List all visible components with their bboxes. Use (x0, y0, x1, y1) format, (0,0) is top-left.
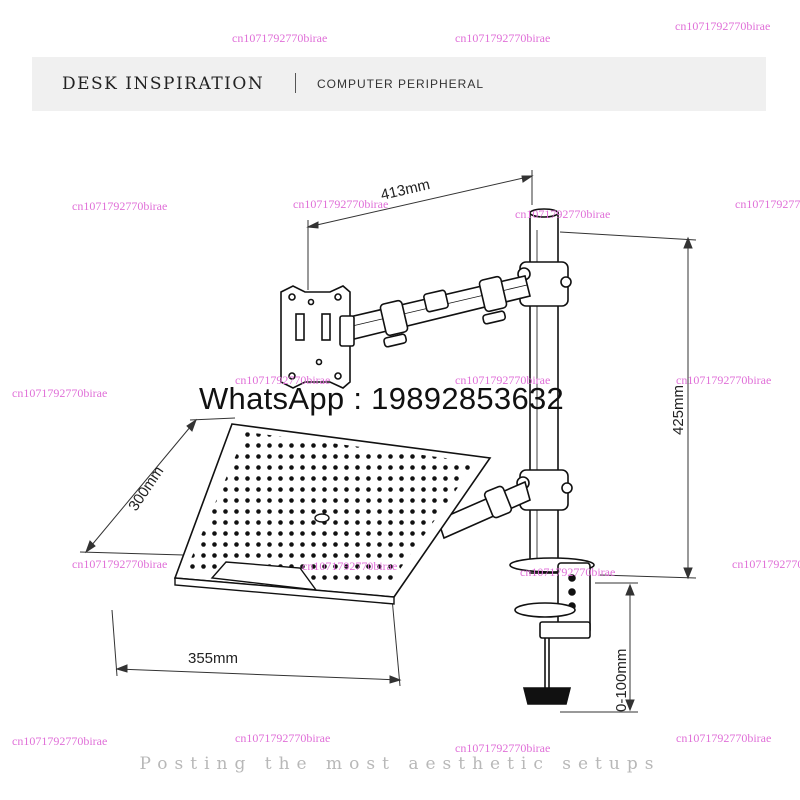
watermark-text: cn1071792770birae (676, 373, 771, 387)
watermark-text: cn1071792770birae (72, 199, 167, 213)
whatsapp-contact: WhatsApp : 19892853632 (199, 381, 565, 416)
watermark-text: cn1071792770birae (515, 207, 610, 221)
clamp-range-label: 0-100mm (613, 649, 630, 712)
watermark-text: cn1071792770birae (675, 19, 770, 33)
category-label: COMPUTER PERIPHERAL (317, 77, 485, 91)
watermark-text: cn1071792770birae (735, 197, 800, 211)
dimension-tray-depth (79, 417, 236, 556)
vesa-plate (280, 285, 355, 389)
header-bar: DESK INSPIRATION COMPUTER PERIPHERAL (32, 57, 766, 111)
watermark-text: cn1071792770birae (12, 734, 107, 748)
upper-arm (344, 261, 572, 348)
watermark-text: cn1071792770birae (520, 565, 615, 579)
dimension-arm-reach (306, 170, 534, 290)
watermark-text: cn1071792770birae (235, 731, 330, 745)
watermark-text: cn1071792770birae (12, 386, 107, 400)
laptop-tray (173, 423, 492, 605)
watermark-text: cn1071792770birae (455, 31, 550, 45)
footer-tagline: Posting the most aesthetic setups (139, 754, 661, 774)
watermark-text: cn1071792770birae (455, 373, 550, 387)
dimension-pole-height (559, 231, 697, 580)
pole-height-label: 425mm (670, 385, 687, 435)
tray-depth-label: 300mm (125, 463, 167, 514)
watermark-text: cn1071792770birae (235, 373, 330, 387)
dimension-tray-width (111, 597, 402, 687)
watermark-text: cn1071792770birae (302, 559, 397, 573)
watermark-text: cn1071792770birae (455, 741, 550, 755)
watermark-text: cn1071792770birae (232, 31, 327, 45)
desk-clamp (509, 557, 595, 705)
watermark-layer: cn1071792770birae cn1071792770birae cn10… (12, 19, 800, 755)
brand-title: DESK INSPIRATION (62, 74, 265, 94)
tray-width-label: 355mm (188, 650, 238, 667)
watermark-text: cn1071792770birae (293, 197, 388, 211)
watermark-text: cn1071792770birae (72, 557, 167, 571)
watermark-text: cn1071792770birae (732, 557, 800, 571)
lower-arm (437, 469, 573, 540)
watermark-text: cn1071792770birae (676, 731, 771, 745)
header-divider (295, 73, 296, 93)
dimension-clamp-range (560, 582, 638, 713)
